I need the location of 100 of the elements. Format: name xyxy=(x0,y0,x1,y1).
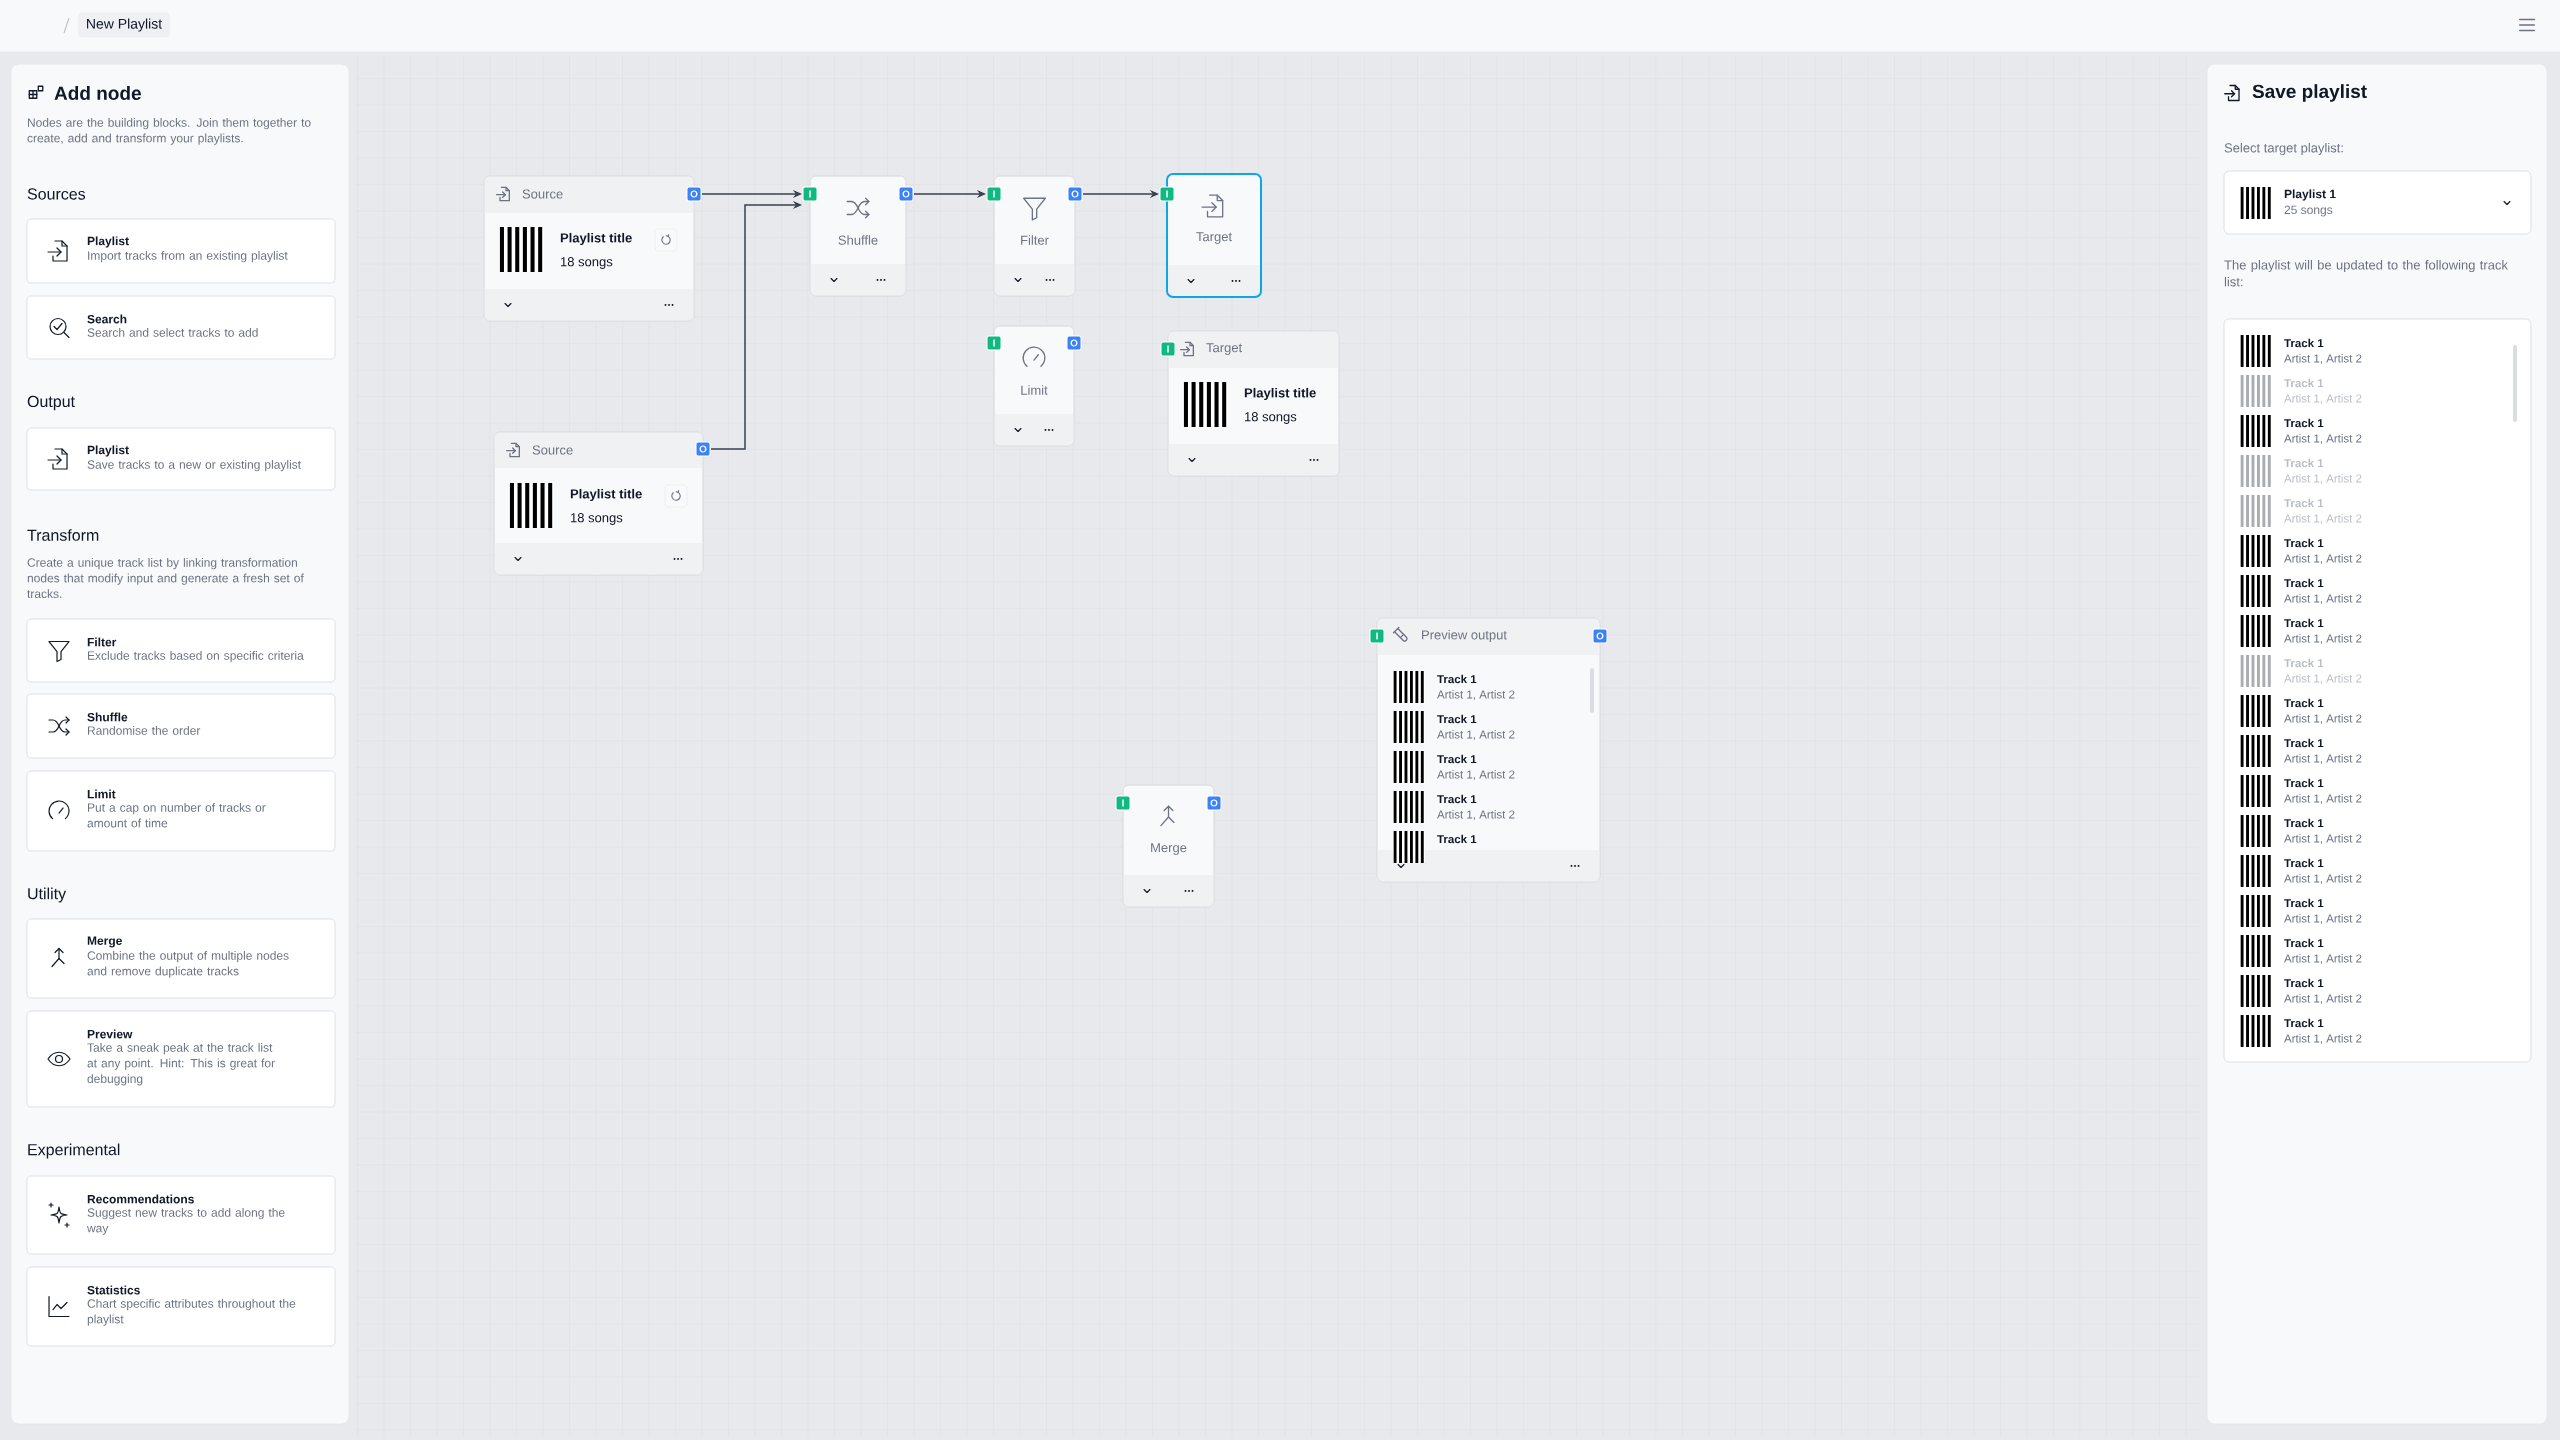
card-description: Put a cap on number of tracks or amount of time xyxy=(87,803,266,828)
track-artists: Artist 1, Artist 2 xyxy=(2284,594,2362,604)
panel-title: Save playlist xyxy=(2252,84,2367,102)
track-artists: Artist 1, Artist 2 xyxy=(2284,834,2362,844)
track-artists: Artist 1, Artist 2 xyxy=(2284,754,2362,764)
card-title: Preview xyxy=(87,1029,133,1039)
card-title: Playlist xyxy=(87,236,129,248)
port-badge: I xyxy=(1159,186,1175,202)
track-artists: Artist 1, Artist 2 xyxy=(2284,554,2362,564)
song-count: 18 songs xyxy=(1245,412,1297,424)
track-artists: Artist 1, Artist 2 xyxy=(2284,434,2362,444)
track-artists: Artist 1, Artist 2 xyxy=(2284,874,2362,884)
track-artists: Artist 1, Artist 2 xyxy=(2284,674,2362,684)
node-title: Source xyxy=(522,189,563,199)
track-title: Track 1 xyxy=(2284,538,2324,548)
track-title: Track 1 xyxy=(1437,674,1477,684)
card-description: Chart specific attributes throughout the playlist xyxy=(87,1299,296,1326)
track-title: Track 1 xyxy=(1437,714,1477,724)
port-badge: O xyxy=(1592,628,1608,644)
track-title: Track 1 xyxy=(2284,658,2324,668)
card-title: Shuffle xyxy=(87,712,128,722)
track-title: Track 1 xyxy=(2284,618,2324,628)
section-description: Create a unique track list by linking transformation nodes that modify input and generate a fresh set of tracks. xyxy=(27,558,304,598)
track-title: Track 1 xyxy=(2284,818,2324,828)
card-title: Playlist xyxy=(87,445,129,457)
track-artists: Artist 1, Artist 2 xyxy=(2284,994,2362,1004)
card-description: Take a sneak peak at the track list at any point. Hint: This is great for debugging xyxy=(87,1043,275,1086)
track-title: Track 1 xyxy=(1437,834,1477,844)
node-title: Limit xyxy=(1021,385,1048,395)
track-title: Track 1 xyxy=(2284,498,2324,508)
track-title: Track 1 xyxy=(2284,778,2324,788)
breadcrumb: New Playlist xyxy=(77,12,171,38)
port-badge: O xyxy=(686,186,702,202)
card-description: Exclude tracks based on specific criteria xyxy=(88,651,304,663)
port-badge: I xyxy=(1115,795,1131,811)
port-badge: O xyxy=(898,186,914,202)
section-heading: Sources xyxy=(27,188,86,200)
panel-description: The playlist will be updated to the following track list: xyxy=(2224,260,2508,287)
port-badge: O xyxy=(1066,335,1082,351)
track-title: Track 1 xyxy=(1437,754,1477,764)
track-title: Track 1 xyxy=(1437,794,1477,804)
card-description: Import tracks from an existing playlist xyxy=(88,251,288,263)
track-artists: Artist 1, Artist 2 xyxy=(2284,914,2362,924)
node-title: Source xyxy=(532,445,573,455)
section-heading: Experimental xyxy=(28,1143,120,1159)
track-artists: Artist 1, Artist 2 xyxy=(2284,354,2362,364)
card-description: Save tracks to a new or existing playlist xyxy=(87,460,301,472)
section-heading: Output xyxy=(27,395,75,411)
section-heading: Utility xyxy=(28,887,67,903)
track-title: Track 1 xyxy=(2284,978,2324,988)
track-artists: Artist 1, Artist 2 xyxy=(1437,690,1515,700)
node-title: Target xyxy=(1196,232,1232,244)
panel-description: Nodes are the building blocks. Join them together to create, add and transform your playlists. xyxy=(27,118,311,145)
port-badge: O xyxy=(1206,795,1222,811)
node-title: Target xyxy=(1206,343,1243,355)
track-title: Track 1 xyxy=(2284,738,2324,748)
card-title: Search xyxy=(87,314,127,324)
card-description: Suggest new tracks to add along the way xyxy=(87,1208,285,1235)
playlist-title: Playlist title xyxy=(570,488,642,502)
playlist-title: Playlist title xyxy=(560,232,632,246)
track-title: Track 1 xyxy=(2284,698,2324,708)
node-title: Merge xyxy=(1151,843,1187,855)
node-title: Preview output xyxy=(1422,629,1507,643)
track-artists: Artist 1, Artist 2 xyxy=(2284,634,2362,644)
song-count: 18 songs xyxy=(561,257,613,269)
track-artists: Artist 1, Artist 2 xyxy=(2284,954,2362,964)
track-title: Track 1 xyxy=(2284,378,2324,388)
song-count: 18 songs xyxy=(571,513,623,525)
track-artists: Artist 1, Artist 2 xyxy=(1437,730,1515,740)
card-title: Filter xyxy=(87,637,117,647)
card-title: Statistics xyxy=(87,1285,140,1295)
track-artists: Artist 1, Artist 2 xyxy=(1437,770,1515,780)
node-title: Shuffle xyxy=(838,235,878,245)
panel-title: Add node xyxy=(54,86,141,100)
track-title: Track 1 xyxy=(2284,858,2324,868)
port-badge: I xyxy=(1160,341,1176,357)
playlist-dropdown: Playlist 1 25 songs xyxy=(2223,170,2532,235)
port-badge: O xyxy=(1067,186,1083,202)
card-description: Randomise the order xyxy=(88,726,201,735)
card-description: Combine the output of multiple nodes and remove duplicate tracks xyxy=(87,951,289,978)
card-description: Search and select tracks to add xyxy=(87,328,258,337)
playlist-title: Playlist title xyxy=(1244,387,1316,401)
track-artists: Artist 1, Artist 2 xyxy=(2284,394,2362,404)
card-title: Limit xyxy=(87,789,116,799)
port-badge: O xyxy=(695,441,711,457)
port-badge: I xyxy=(802,186,818,202)
port-badge: I xyxy=(986,186,1002,202)
track-artists: Artist 1, Artist 2 xyxy=(2284,794,2362,804)
track-title: Track 1 xyxy=(2284,898,2324,908)
card-title: Merge xyxy=(87,936,122,948)
track-artists: Artist 1, Artist 2 xyxy=(2284,714,2362,724)
track-artists: Artist 1, Artist 2 xyxy=(1437,810,1515,820)
track-title: Track 1 xyxy=(2284,338,2324,348)
port-badge: I xyxy=(986,335,1002,351)
track-title: Track 1 xyxy=(2284,1018,2324,1028)
section-heading: Transform xyxy=(27,529,99,541)
track-artists: Artist 1, Artist 2 xyxy=(2284,1034,2362,1044)
track-title: Track 1 xyxy=(2284,578,2324,588)
node-title: Filter xyxy=(1021,235,1049,245)
track-title: Track 1 xyxy=(2284,458,2324,468)
